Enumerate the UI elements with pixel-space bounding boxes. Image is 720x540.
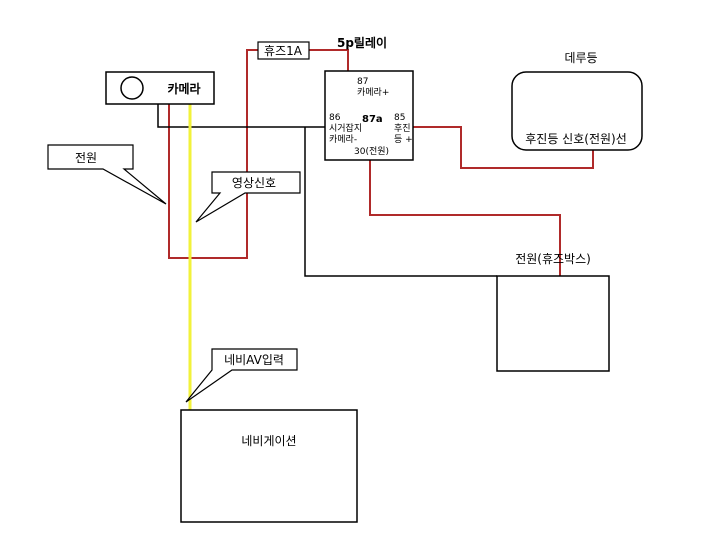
video-callout-label: 영상신호 [232,176,276,190]
navi-av-label: 네비AV입력 [224,353,284,367]
fuse-label: 휴즈1A [264,44,303,58]
relay-box [324,70,414,161]
fusebox-box [496,275,610,372]
power-callout [47,144,167,205]
red-wire-tail-signal [413,126,594,169]
camera-label: 카메라 [167,81,200,96]
tail-signal-label: 후진등 신호(전원)선 [525,132,627,146]
red-wire-camera-fuse [168,49,258,259]
relay-pin-87a: 87a [362,114,383,125]
red-wire-fuse-relay [309,49,349,71]
relay-pin-86-desc1: 시거잡지 [329,122,362,134]
tail-light-box [511,71,643,151]
power-callout-label: 전원 [75,151,97,165]
black-wire-camera-ground [157,104,325,128]
red-wire-relay-fusebox [369,160,561,276]
relay-pin-85: 85 [394,113,405,123]
relay-title: 5p릴레이 [337,35,387,50]
relay-pin-85-desc1: 후진 [394,123,411,134]
fuse-box [257,41,310,60]
camera-lens-icon [120,76,144,100]
video-callout [195,171,301,223]
relay-pin-85-desc2: 등 + [394,134,413,145]
fusebox-label: 전원(휴즈박스) [515,252,591,266]
navi-av-callout [185,348,298,403]
navigation-label: 네비게이션 [241,434,296,448]
tail-light-title: 데루등 [564,51,597,65]
relay-pin-87: 87 [357,77,368,87]
relay-pin-30: 30(전원) [354,146,389,157]
relay-pin-86-desc2: 카메라- [329,134,357,145]
navigation-box [180,409,358,523]
black-wire-ground-branch [304,127,497,277]
relay-pin-87-desc: 카메라+ [357,87,389,98]
relay-pin-86: 86 [329,113,341,123]
